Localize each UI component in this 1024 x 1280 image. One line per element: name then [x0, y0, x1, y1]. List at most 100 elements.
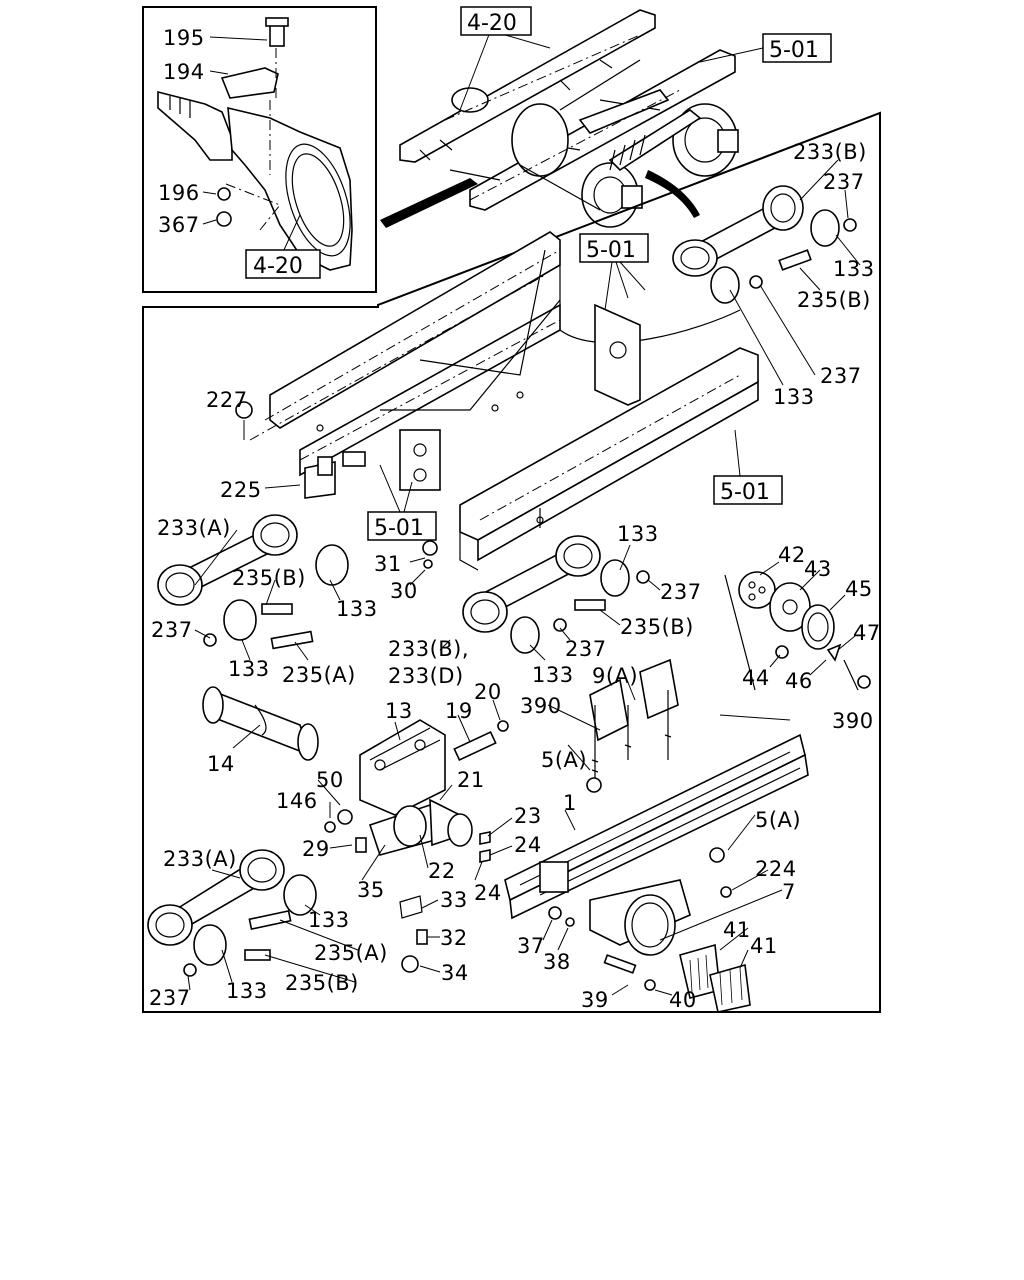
callout-34: 34 — [441, 961, 469, 985]
callout-390-right: 390 — [832, 709, 874, 733]
callout-5A-upper: 5(A) — [541, 748, 587, 772]
callout-133-top-lower: 133 — [773, 385, 815, 409]
inset-label-367: 367 — [158, 213, 200, 237]
callout-32: 32 — [440, 926, 468, 950]
callout-233B-top: 233(B) — [793, 140, 867, 164]
part-225-bracket — [235, 401, 366, 499]
ref-box-4-20-inset — [245, 249, 321, 279]
frame-rails — [249, 231, 759, 571]
callout-237-top: 237 — [823, 170, 865, 194]
callout-22: 22 — [428, 859, 456, 883]
callout-235B-upper: 235(B) — [232, 566, 306, 590]
ref-box-5-01-top — [579, 233, 649, 263]
callout-133-mid: 133 — [617, 522, 659, 546]
callout-227: 227 — [206, 388, 248, 412]
callout-133-mid-lower: 133 — [532, 663, 574, 687]
callout-41-b: 41 — [750, 934, 778, 958]
callout-235B-mid: 235(B) — [620, 615, 694, 639]
main-leaders — [187, 159, 861, 996]
overview-pointer-arrow-left — [380, 178, 478, 228]
ref-box-5-01-right — [713, 475, 783, 505]
callout-133-top: 133 — [833, 257, 875, 281]
ref-4-20-inset: 4-20 — [253, 254, 303, 279]
callout-44: 44 — [742, 666, 770, 690]
callout-21: 21 — [457, 768, 485, 792]
ref-leaders — [243, 261, 741, 513]
ref-box-5-01-overview — [762, 33, 832, 63]
callout-47: 47 — [853, 621, 881, 645]
callout-133-lower: 133 — [308, 908, 350, 932]
callout-1: 1 — [563, 791, 577, 815]
callout-30: 30 — [390, 579, 418, 603]
callout-237-lower: 237 — [149, 986, 191, 1010]
ref-4-20-overview: 4-20 — [467, 11, 517, 36]
callout-37: 37 — [517, 934, 545, 958]
ref-5-01-overview: 5-01 — [769, 38, 819, 63]
callout-237-mid-lower: 237 — [565, 637, 607, 661]
overview-chassis — [399, 9, 739, 228]
hardware-32-34 — [399, 895, 428, 973]
callout-237-upper: 237 — [151, 618, 193, 642]
ref-5-01-right: 5-01 — [720, 480, 770, 505]
inset-frame — [142, 6, 377, 293]
main-frame — [142, 111, 881, 1013]
inset-label-194: 194 — [163, 60, 205, 84]
callouts: 227 225 31 30 233(A) 235(B) 133 237 133 … — [149, 140, 881, 1012]
trunnion-shaft-14 — [202, 686, 319, 761]
inset-label-196: 196 — [158, 181, 200, 205]
callout-33: 33 — [440, 888, 468, 912]
callout-20: 20 — [474, 680, 502, 704]
callout-45: 45 — [845, 577, 873, 601]
callout-29: 29 — [302, 837, 330, 861]
callout-38: 38 — [543, 950, 571, 974]
callout-50: 50 — [316, 768, 344, 792]
callout-41-a: 41 — [723, 918, 751, 942]
inset-axle-housing — [157, 17, 353, 271]
callout-42: 42 — [778, 543, 806, 567]
callout-237-mid: 237 — [660, 580, 702, 604]
callout-24-upper: 24 — [514, 833, 542, 857]
callout-39: 39 — [581, 988, 609, 1012]
callout-31: 31 — [374, 552, 402, 576]
callout-235B-top: 235(B) — [797, 288, 871, 312]
torque-rod-233A-lower — [147, 849, 317, 977]
callout-24-lower: 24 — [474, 881, 502, 905]
callout-13: 13 — [385, 699, 413, 723]
ref-box-4-20-overview — [460, 6, 532, 36]
torque-rod-233B-top — [672, 185, 857, 304]
torque-rod-233A-upper — [157, 514, 438, 650]
callout-133-upper-left: 133 — [228, 657, 270, 681]
callout-224: 224 — [755, 857, 797, 881]
callout-146: 146 — [276, 789, 318, 813]
callout-225: 225 — [220, 478, 262, 502]
callout-23: 23 — [514, 804, 542, 828]
inset-leaders — [202, 36, 301, 253]
callout-46: 46 — [785, 669, 813, 693]
ref-5-01-top: 5-01 — [586, 238, 636, 263]
callout-235A-upper: 235(A) — [282, 663, 356, 687]
trunnion-bracket-13 — [324, 719, 509, 863]
hub-parts-42-47 — [724, 571, 871, 691]
callout-235A-lower: 235(A) — [314, 941, 388, 965]
ref-5-01-center: 5-01 — [374, 516, 424, 541]
callout-235B-lower: 235(B) — [285, 971, 359, 995]
callout-43: 43 — [804, 557, 832, 581]
overview-pointer-arrow-right — [645, 170, 700, 218]
ref-box-5-01-center — [367, 511, 437, 541]
callout-233D: 233(D) — [388, 664, 464, 688]
callout-9A: 9(A) — [592, 664, 638, 688]
callout-35: 35 — [357, 878, 385, 902]
callout-14: 14 — [207, 752, 235, 776]
callout-5A-lower: 5(A) — [755, 808, 801, 832]
callout-237-top-lower: 237 — [820, 364, 862, 388]
axle-seat-7 — [548, 879, 751, 1013]
frame-bracket — [399, 303, 641, 491]
callout-233A-lower: 233(A) — [163, 847, 237, 871]
callout-233BD: 233(B), — [388, 637, 469, 661]
torque-rod-233B-mid — [462, 535, 650, 654]
callout-390-left: 390 — [520, 694, 562, 718]
callout-7: 7 — [782, 880, 796, 904]
callout-19: 19 — [445, 699, 473, 723]
callout-40: 40 — [669, 988, 697, 1012]
